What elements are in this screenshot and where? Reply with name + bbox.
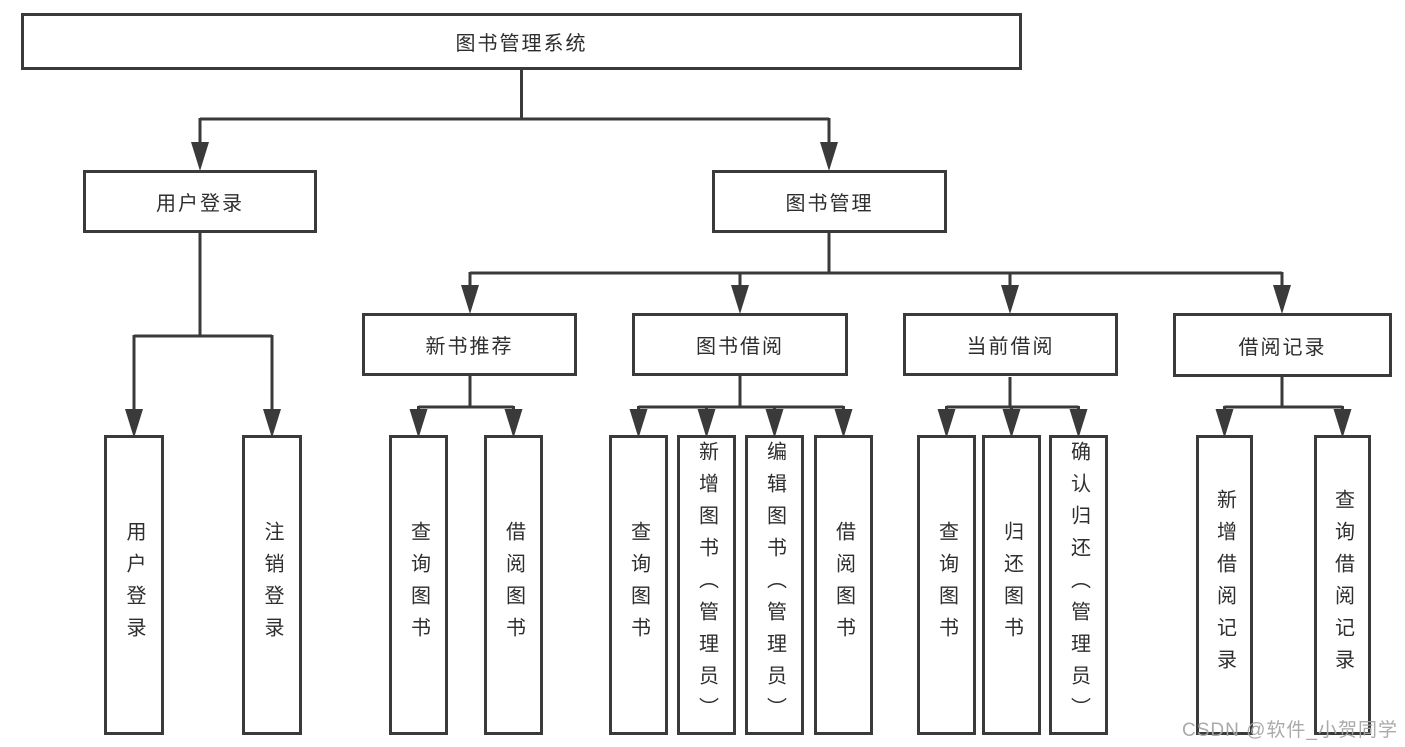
node-user-login-label: 用户登录 [156,193,244,215]
connector-new-book-rec-children [409,376,523,438]
connector-borrow-record-children [1215,377,1352,438]
leaf-return-book-label: 归还图书 [1000,521,1023,649]
leaf-borrow-book-2: 借阅图书 [814,435,873,735]
leaf-logout-label: 注销登录 [261,521,283,649]
node-borrow-record-label: 借阅记录 [1238,336,1327,359]
leaf-query-record-label: 查询借阅记录 [1331,489,1354,681]
leaf-query-book-2-label: 查询图书 [627,521,650,649]
leaf-query-record: 查询借阅记录 [1314,435,1371,735]
leaf-add-record-label: 新增借阅记录 [1213,489,1236,681]
leaf-return-book: 归还图书 [982,435,1041,735]
leaf-confirm-return-label: 确认归还（管理员） [1067,441,1090,729]
node-user-login: 用户登录 [83,170,317,233]
leaf-query-book-3-label: 查询图书 [935,521,958,649]
node-book-borrow-label: 图书借阅 [696,336,784,358]
leaf-edit-book-label: 编辑图书（管理员） [763,441,786,729]
node-book-mgmt: 图书管理 [712,170,947,233]
leaf-borrow-book-1: 借阅图书 [484,435,543,735]
leaf-query-book-1-label: 查询图书 [407,521,430,649]
node-root-label: 图书管理系统 [455,33,588,55]
node-current-borrow: 当前借阅 [903,313,1118,376]
leaf-query-book-2: 查询图书 [609,435,668,735]
node-book-borrow: 图书借阅 [632,313,848,376]
leaf-edit-book: 编辑图书（管理员） [745,435,804,735]
leaf-confirm-return: 确认归还（管理员） [1049,435,1108,735]
leaf-logout: 注销登录 [242,435,302,735]
leaf-user-login-label: 用户登录 [123,521,145,649]
leaf-query-book-1: 查询图书 [389,435,448,735]
connector-current-borrow-children [937,377,1088,438]
leaf-user-login: 用户登录 [104,435,164,735]
node-root: 图书管理系统 [21,13,1022,70]
connector-root-to-branches [191,70,838,171]
connector-book-mgmt-sections [461,233,1291,314]
node-borrow-record: 借阅记录 [1173,313,1392,377]
node-new-book-rec: 新书推荐 [362,313,577,376]
leaf-borrow-book-2-label: 借阅图书 [832,521,855,649]
watermark: CSDN @软件_小贺同学 [1182,720,1398,741]
node-new-book-rec-label: 新书推荐 [425,336,514,358]
leaf-add-book: 新增图书（管理员） [677,435,736,735]
leaf-query-book-3: 查询图书 [917,435,976,735]
leaf-add-record: 新增借阅记录 [1196,435,1253,735]
leaf-add-book-label: 新增图书（管理员） [695,441,718,729]
connector-user-login-children [125,233,281,438]
node-book-mgmt-label: 图书管理 [785,193,874,215]
node-current-borrow-label: 当前借阅 [966,336,1055,358]
connector-book-borrow-children [629,376,853,438]
leaf-borrow-book-1-label: 借阅图书 [502,521,525,649]
